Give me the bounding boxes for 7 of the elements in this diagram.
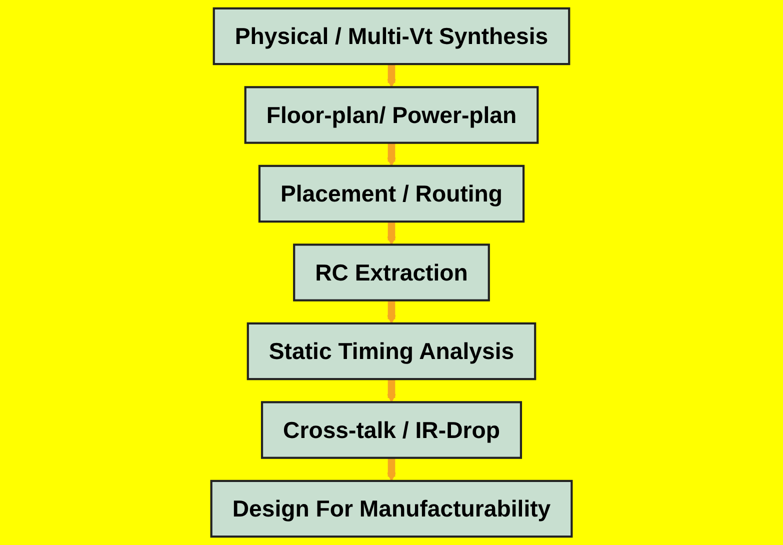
- node-box: Floor-plan/ Power-plan: [244, 86, 539, 144]
- node-box: Cross-talk / IR-Drop: [260, 401, 522, 459]
- node-box: Placement / Routing: [258, 164, 525, 223]
- node-box: RC Extraction: [293, 244, 490, 302]
- node-box: Static Timing Analysis: [246, 322, 536, 380]
- node-box: Physical / Multi-Vt Synthesis: [212, 7, 570, 66]
- node-box: Design For Manufacturability: [210, 480, 573, 538]
